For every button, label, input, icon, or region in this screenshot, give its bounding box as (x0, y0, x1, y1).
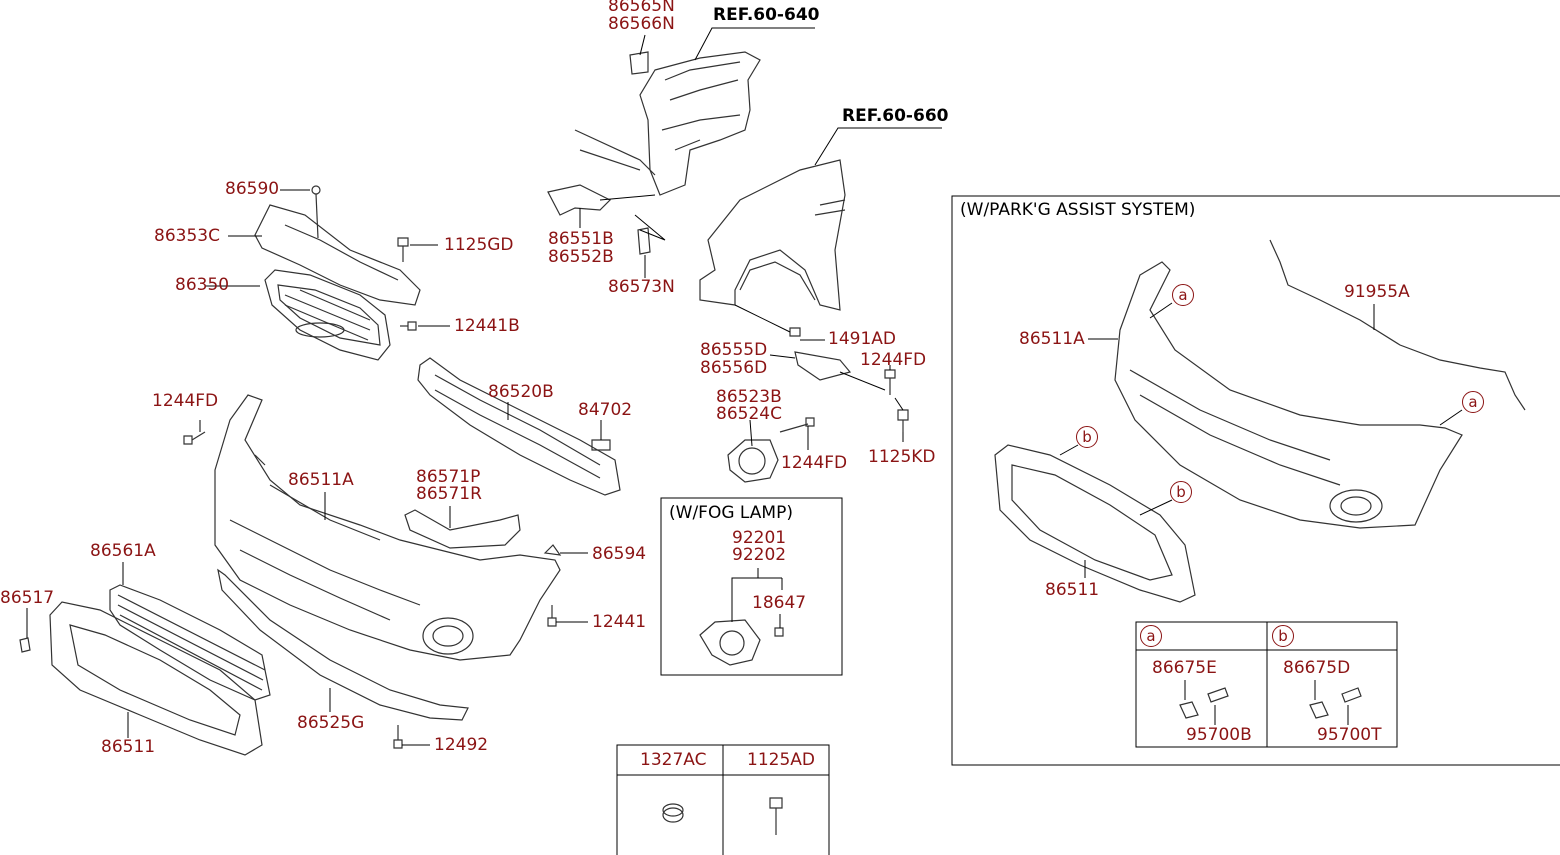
part-label-86565n[interactable]: 86565N (608, 0, 675, 16)
callout-b-upper[interactable]: b (1076, 426, 1098, 448)
bolt-1125gd (398, 238, 408, 262)
part-label-86552b[interactable]: 86552B (548, 247, 614, 267)
lower-grille-86561a (110, 585, 270, 700)
bolt-1244fd-mid (780, 418, 814, 432)
part-label-95700t[interactable]: 95700T (1317, 725, 1382, 745)
part-label-86675e[interactable]: 86675E (1152, 658, 1217, 678)
bracket-86555d (795, 352, 850, 380)
sensor-holder-86675e (1180, 702, 1198, 718)
fog-lamp-92201 (700, 620, 760, 665)
part-label-86555d[interactable]: 86555D (700, 340, 768, 360)
part-label-92201[interactable]: 92201 (732, 528, 787, 548)
headlamp-support-bracket (575, 52, 760, 195)
sensor-95700t (1342, 688, 1361, 702)
part-label-86511a[interactable]: 86511A (288, 470, 354, 490)
part-label-86525g[interactable]: 86525G (297, 713, 365, 733)
part-label-86551b[interactable]: 86551B (548, 229, 614, 249)
bolt-1125kd (898, 410, 908, 432)
fog-lamp-box-title: (W/FOG LAMP) (669, 503, 793, 523)
part-label-86353c[interactable]: 86353C (154, 226, 220, 246)
radiator-grille-86350 (265, 270, 390, 360)
part-label-86594[interactable]: 86594 (592, 544, 647, 564)
wiring-harness-91955a (1270, 240, 1525, 410)
bolt-1244fd-right (885, 370, 895, 395)
screw-12441 (548, 605, 556, 626)
part-label-86520b[interactable]: 86520B (488, 382, 554, 402)
part-label-12492[interactable]: 12492 (434, 735, 489, 755)
frames (617, 196, 1560, 855)
sensor-holder-86675d (1310, 702, 1328, 718)
callout-a-upper[interactable]: a (1172, 284, 1194, 306)
part-label-86517[interactable]: 86517 (0, 588, 55, 608)
park-assist-frame (952, 196, 1560, 765)
lip-86525g (218, 570, 468, 720)
energy-absorber-86520b (418, 358, 620, 495)
front-fender (700, 160, 845, 310)
part-label-86556d[interactable]: 86556D (700, 358, 768, 378)
upper-panel-86353c (255, 186, 420, 305)
part-label-12441[interactable]: 12441 (592, 612, 647, 632)
part-label-91955a[interactable]: 91955A (1344, 282, 1410, 302)
ref-60-660-label[interactable]: REF.60-660 (842, 106, 949, 126)
ref-60-640-label[interactable]: REF.60-640 (713, 5, 820, 25)
screw-12492 (394, 725, 402, 748)
part-label-95700b[interactable]: 95700B (1186, 725, 1252, 745)
part-label-86590[interactable]: 86590 (225, 179, 280, 199)
table-header-b: b (1272, 625, 1294, 647)
park-bezel-86511 (995, 445, 1195, 602)
part-label-1125ad[interactable]: 1125AD (747, 750, 815, 770)
lower-bezel-86511 (50, 602, 262, 755)
callout-b-lower[interactable]: b (1170, 481, 1192, 503)
part-label-12441b[interactable]: 12441B (454, 316, 520, 336)
part-label-86571p[interactable]: 86571P (416, 467, 481, 487)
part-label-1244fd-left[interactable]: 1244FD (152, 391, 219, 411)
part-label-1125kd[interactable]: 1125KD (868, 447, 936, 467)
part-label-84702[interactable]: 84702 (578, 400, 633, 420)
bolt-1244fd-left (184, 432, 205, 444)
park-assist-box-title: (W/PARK'G ASSIST SYSTEM) (960, 200, 1196, 220)
park-bumper-86511a (1115, 262, 1462, 528)
part-label-86675d[interactable]: 86675D (1283, 658, 1351, 678)
leader-lines (27, 28, 1462, 745)
bolt-1125ad (770, 798, 782, 835)
part-label-18647[interactable]: 18647 (752, 593, 807, 613)
part-label-92202[interactable]: 92202 (732, 545, 787, 565)
trim-86571p (405, 510, 520, 548)
screw-18647 (775, 628, 783, 636)
cap-86517 (20, 638, 30, 652)
table-header-a: a (1140, 625, 1162, 647)
part-label-86350[interactable]: 86350 (175, 275, 230, 295)
part-label-park-86511[interactable]: 86511 (1045, 580, 1100, 600)
part-label-86561a[interactable]: 86561A (90, 541, 156, 561)
part-label-1327ac[interactable]: 1327AC (640, 750, 707, 770)
fog-lamp-frame (661, 498, 842, 675)
part-label-1244fd-right[interactable]: 1244FD (860, 350, 927, 370)
clip-86594 (545, 545, 560, 555)
callout-a-right[interactable]: a (1462, 391, 1484, 413)
part-label-1125gd[interactable]: 1125GD (444, 235, 514, 255)
screw-12441b (400, 322, 416, 330)
part-label-1491ad[interactable]: 1491AD (828, 329, 896, 349)
part-label-86524c[interactable]: 86524C (716, 404, 782, 424)
nut-1327ac (663, 804, 683, 822)
clip-86573n (638, 228, 650, 254)
part-label-86573n[interactable]: 86573N (608, 277, 675, 297)
part-label-park-86511a[interactable]: 86511A (1019, 329, 1085, 349)
part-label-86511[interactable]: 86511 (101, 737, 156, 757)
part-label-1244fd-mid[interactable]: 1244FD (781, 453, 848, 473)
bracket-86551b (548, 185, 610, 215)
part-label-86523b[interactable]: 86523B (716, 387, 782, 407)
bumper-cover-86511a (215, 395, 560, 660)
part-label-86566n[interactable]: 86566N (608, 14, 675, 34)
fog-bezel-86523b (728, 440, 778, 482)
sensor-95700b (1208, 688, 1228, 702)
clip-1491ad (790, 328, 800, 336)
part-label-86571r[interactable]: 86571R (416, 484, 482, 504)
